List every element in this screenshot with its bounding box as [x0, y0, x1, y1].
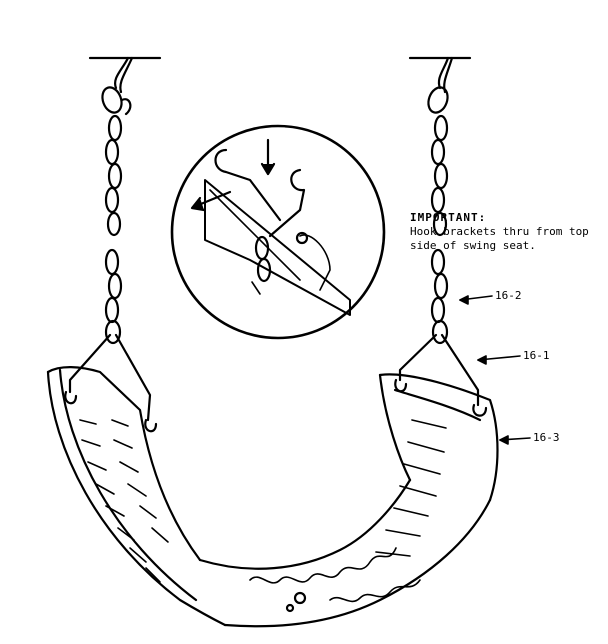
left-hanger-bracket: [64, 333, 158, 433]
inset-detail-circle: [170, 124, 386, 340]
swing-seat: [46, 366, 499, 628]
callout-chain-label: 16-2: [495, 289, 522, 302]
right-chain: [427, 56, 454, 345]
callout-seat-label: 16-3: [533, 431, 560, 444]
important-note-title: IMPORTANT:: [410, 211, 487, 224]
important-note-line1: Hook brackets thru from top: [410, 225, 589, 238]
callout-leaders: [459, 295, 531, 445]
important-note-line2: side of swing seat.: [410, 239, 536, 252]
left-chain: [101, 56, 134, 345]
callout-hanger-label: 16-1: [523, 349, 550, 362]
